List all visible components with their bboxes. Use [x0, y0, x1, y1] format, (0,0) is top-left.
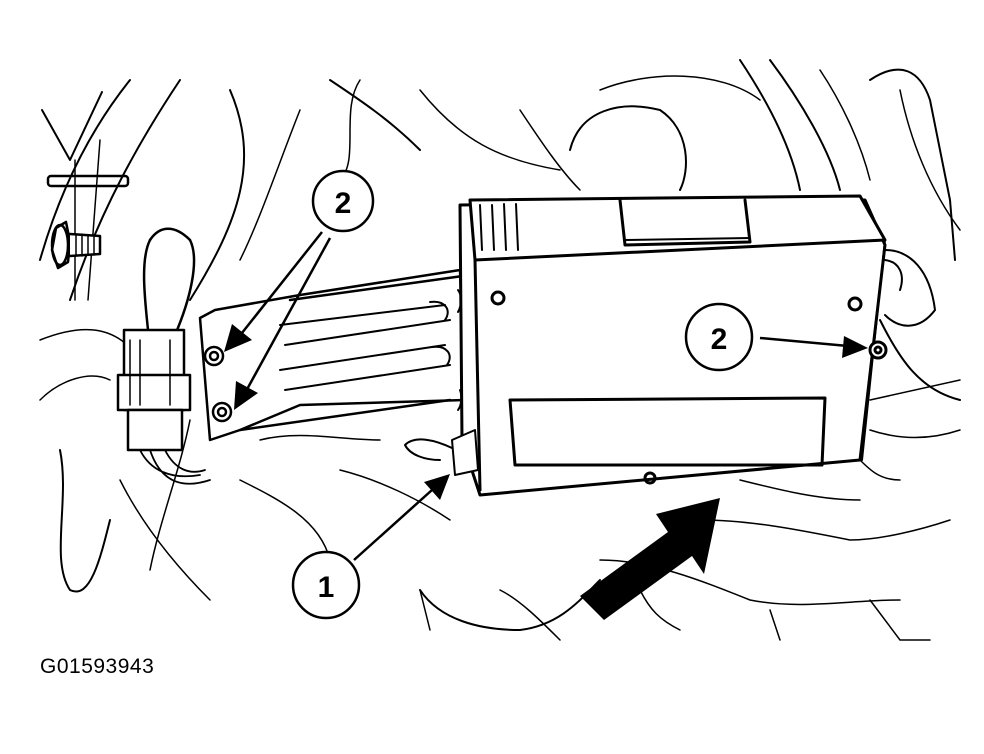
callout-label: 1 — [318, 571, 335, 604]
direction-arrow-icon — [580, 498, 720, 620]
mounting-bracket — [198, 268, 472, 442]
callout-label: 2 — [711, 323, 728, 356]
callout-2-right: 2 — [684, 302, 754, 372]
leader-1 — [353, 489, 433, 561]
figure-id-label: G01593943 — [40, 655, 155, 678]
leader-2-upper-left-b — [243, 237, 332, 394]
arrowhead-right — [842, 336, 868, 358]
leader-lines — [224, 231, 868, 561]
leader-2-right — [759, 336, 849, 348]
arrowhead-upper-left-b — [234, 381, 258, 410]
leader-2-upper-left-a — [237, 231, 323, 339]
callout-label: 2 — [335, 187, 352, 220]
nut-stud-icon — [46, 174, 130, 270]
arrowhead-1 — [424, 474, 450, 500]
wiring-connector — [116, 227, 211, 485]
control-module — [404, 194, 903, 497]
arrowhead-upper-left-a — [224, 324, 252, 352]
callout-2-upper-left: 2 — [311, 169, 375, 233]
callout-1: 1 — [291, 550, 361, 620]
